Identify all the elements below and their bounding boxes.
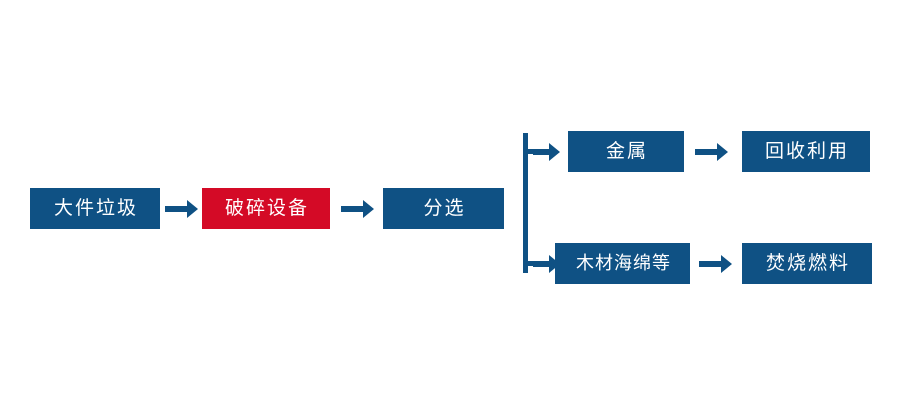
arrow-right-icon-metal-to-recycle [694,138,730,166]
node-wood[interactable]: 木材海绵等 [555,243,690,284]
node-fuel[interactable]: 焚烧燃料 [742,243,872,284]
node-crusher-label: 破碎设备 [224,197,309,219]
node-fuel-label: 焚烧燃料 [765,252,850,274]
node-sorting[interactable]: 分选 [383,188,504,229]
node-metal-label: 金属 [605,140,648,162]
node-wood-label: 木材海绵等 [576,252,671,274]
node-input-label: 大件垃圾 [53,197,138,219]
node-recycle-label: 回收利用 [764,140,849,162]
node-metal[interactable]: 金属 [568,131,684,172]
node-recycle[interactable]: 回收利用 [742,131,870,172]
arrow-right-icon-wood-to-fuel [698,250,734,278]
branch-arrow-right-icon-to-metal [532,140,562,164]
branch-trunk-line [523,133,528,273]
node-input[interactable]: 大件垃圾 [30,188,160,229]
branch-stub-bottom [523,261,539,266]
branch-arrow-right-icon-to-wood [532,252,562,276]
arrow-right-icon-crusher-to-sorting [340,195,376,223]
arrow-right-icon-input-to-crusher [164,195,200,223]
branch-stub-top [523,149,539,154]
node-sorting-label: 分选 [423,197,466,219]
node-crusher[interactable]: 破碎设备 [202,188,330,229]
